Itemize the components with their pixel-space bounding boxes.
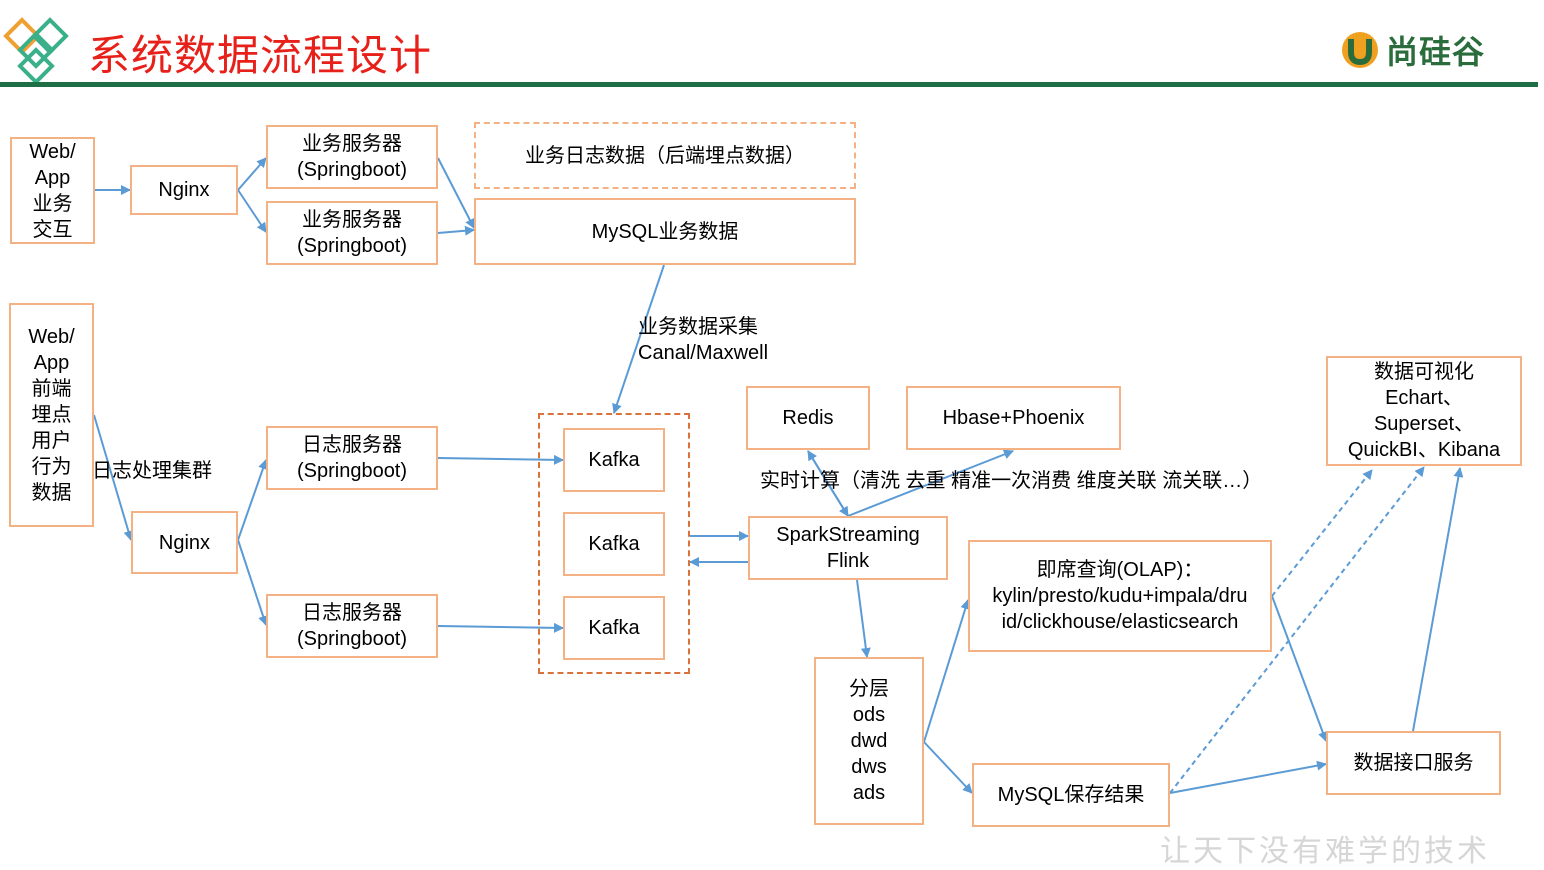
- kafka-2-box: Kafka: [563, 512, 665, 576]
- realtime-label: 实时计算（清洗 去重 精准一次消费 维度关联 流关联…）: [760, 470, 1263, 492]
- visualization-box: 数据可视化 Echart、 Superset、 QuickBI、Kibana: [1326, 356, 1522, 466]
- page-title: 系统数据流程设计: [88, 31, 433, 80]
- biz-server-1-box: 业务服务器 (Springboot): [266, 125, 438, 189]
- brand-logo: 尚硅谷: [1340, 28, 1485, 72]
- biz-log-data-box: 业务日志数据（后端埋点数据）: [474, 122, 856, 189]
- biz-server-2-box: 业务服务器 (Springboot): [266, 201, 438, 265]
- header-divider: [0, 82, 1538, 87]
- web-app-frontend-box: Web/ App 前端 埋点 用户 行为 数据: [9, 303, 94, 527]
- kafka-cluster: [538, 413, 690, 674]
- streaming-box: SparkStreaming Flink: [748, 516, 948, 580]
- footer-slogan: 让天下没有难学的技术: [1160, 834, 1490, 869]
- mysql-biz-box: MySQL业务数据: [474, 198, 856, 265]
- kafka-1-box: Kafka: [563, 428, 665, 492]
- layers-box: 分层 ods dwd dws ads: [814, 657, 924, 825]
- log-server-2-box: 日志服务器 (Springboot): [266, 594, 438, 658]
- log-server-1-box: 日志服务器 (Springboot): [266, 426, 438, 490]
- kafka-3-box: Kafka: [563, 596, 665, 660]
- brand-u-icon: [1342, 32, 1378, 68]
- hbase-phoenix-box: Hbase+Phoenix: [906, 386, 1121, 450]
- brand-name: 尚硅谷: [1386, 33, 1486, 71]
- biz-collect-label: 业务数据采集 Canal/Maxwell: [638, 316, 769, 364]
- nginx-bottom-box: Nginx: [131, 511, 238, 574]
- redis-box: Redis: [746, 386, 870, 450]
- log-cluster-label: 日志处理集群: [92, 460, 212, 482]
- web-app-interaction-box: Web/ App 业务 交互: [10, 137, 95, 244]
- mysql-result-box: MySQL保存结果: [972, 763, 1170, 827]
- nginx-top-box: Nginx: [130, 165, 238, 215]
- data-api-box: 数据接口服务: [1326, 731, 1501, 795]
- olap-box: 即席查询(OLAP)： kylin/presto/kudu+impala/dru…: [968, 540, 1272, 652]
